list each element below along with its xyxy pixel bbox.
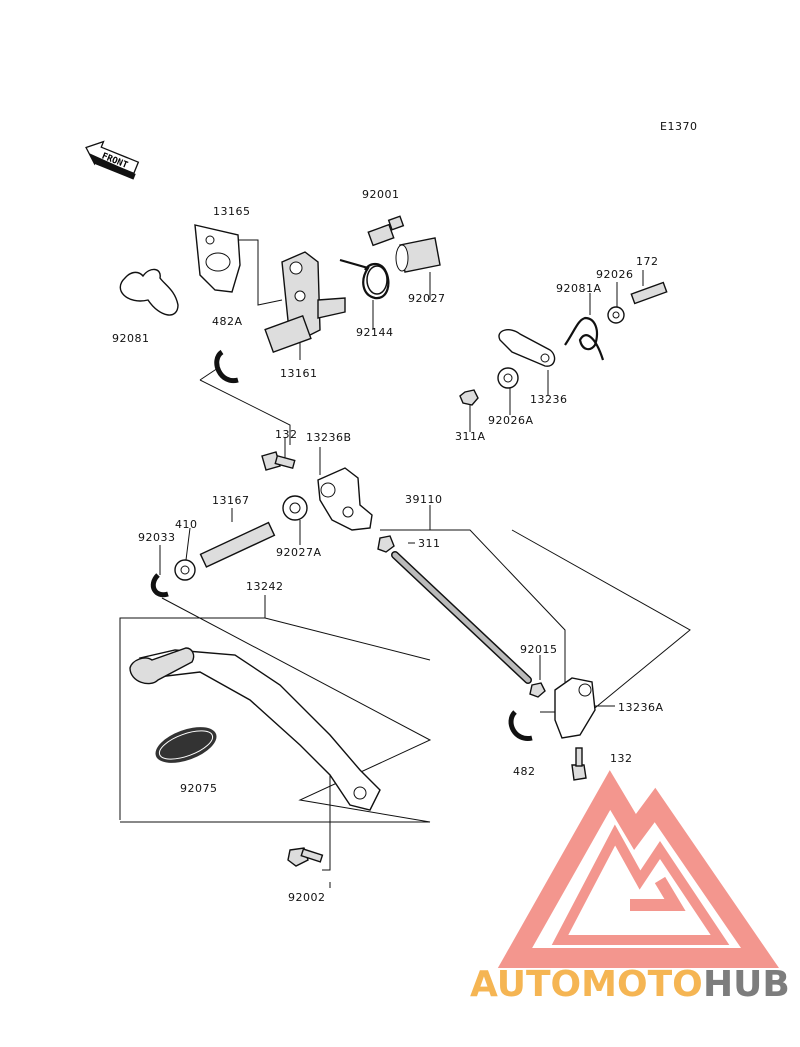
front-arrow-icon: FRONT xyxy=(85,140,140,180)
part-311-nut xyxy=(377,535,395,553)
part-39110-rod xyxy=(391,551,532,684)
part-13161-shaft xyxy=(264,251,346,354)
part-92026-washer xyxy=(607,306,625,324)
label-172: 172 xyxy=(636,255,659,268)
part-92015-nut xyxy=(529,682,546,698)
label-482a: 482A xyxy=(212,315,243,328)
part-482-clip xyxy=(508,710,533,741)
part-13236b-lever xyxy=(317,467,373,531)
label-13236b: 13236B xyxy=(306,431,352,444)
label-482: 482 xyxy=(513,765,536,778)
label-92144: 92144 xyxy=(356,326,394,339)
label-92033: 92033 xyxy=(138,531,176,544)
label-92026a: 92026A xyxy=(488,414,534,427)
label-13236a: 13236A xyxy=(618,701,664,714)
label-13167: 13167 xyxy=(212,494,250,507)
label-13165: 13165 xyxy=(213,205,251,218)
label-92027a: 92027A xyxy=(276,546,322,559)
part-92002-bolt xyxy=(287,847,324,867)
logo-text-hub: HUB xyxy=(703,964,790,1005)
part-13165-plate xyxy=(194,224,241,293)
part-92033-clip xyxy=(150,573,169,598)
part-13236a-lever xyxy=(554,677,596,739)
part-132-bolt-upper xyxy=(261,451,296,471)
logo-triangle-icon xyxy=(497,770,779,968)
label-92081a: 92081A xyxy=(556,282,602,295)
label-92081: 92081 xyxy=(112,332,150,345)
part-13242-pedal xyxy=(129,647,381,811)
label-13236: 13236 xyxy=(530,393,568,406)
part-13167-shaft xyxy=(199,521,276,568)
diagram-code: E1370 xyxy=(660,120,697,133)
label-92026: 92026 xyxy=(596,268,634,281)
logo-text-automoto: AUTOMOTO xyxy=(470,964,703,1005)
automotohub-logo: AUTOMOTO HUB xyxy=(470,770,790,1005)
part-92027a-washer xyxy=(282,495,308,521)
part-311a-nut xyxy=(459,389,479,406)
label-92001: 92001 xyxy=(362,188,400,201)
label-132-upper: 132 xyxy=(275,428,298,441)
label-13161: 13161 xyxy=(280,367,318,380)
part-92075-pedal-rubber xyxy=(155,727,217,763)
label-92015: 92015 xyxy=(520,643,558,656)
leader-lines xyxy=(119,239,691,888)
label-311a: 311A xyxy=(455,430,486,443)
part-132-bolt-lower xyxy=(571,747,587,781)
part-92081a-spring xyxy=(564,316,605,361)
label-410: 410 xyxy=(175,518,198,531)
part-number-labels: 92001 13165 92081 482A 13161 92144 92027… xyxy=(112,188,664,904)
label-92075: 92075 xyxy=(180,782,218,795)
part-92026a-washer xyxy=(497,367,519,389)
label-39110: 39110 xyxy=(405,493,443,506)
part-92027-collar xyxy=(395,237,441,273)
label-132-lower: 132 xyxy=(610,752,633,765)
label-92027: 92027 xyxy=(408,292,446,305)
label-311: 311 xyxy=(418,537,441,550)
part-410-washer xyxy=(174,559,196,581)
part-92144-spring xyxy=(339,258,390,300)
part-13236-arm xyxy=(498,329,556,367)
label-92002: 92002 xyxy=(288,891,326,904)
label-13242: 13242 xyxy=(246,580,284,593)
part-172-stud xyxy=(630,281,668,305)
part-92081-spring xyxy=(119,268,179,316)
part-482a-clip xyxy=(214,349,239,384)
part-92001-bolt xyxy=(367,215,405,247)
